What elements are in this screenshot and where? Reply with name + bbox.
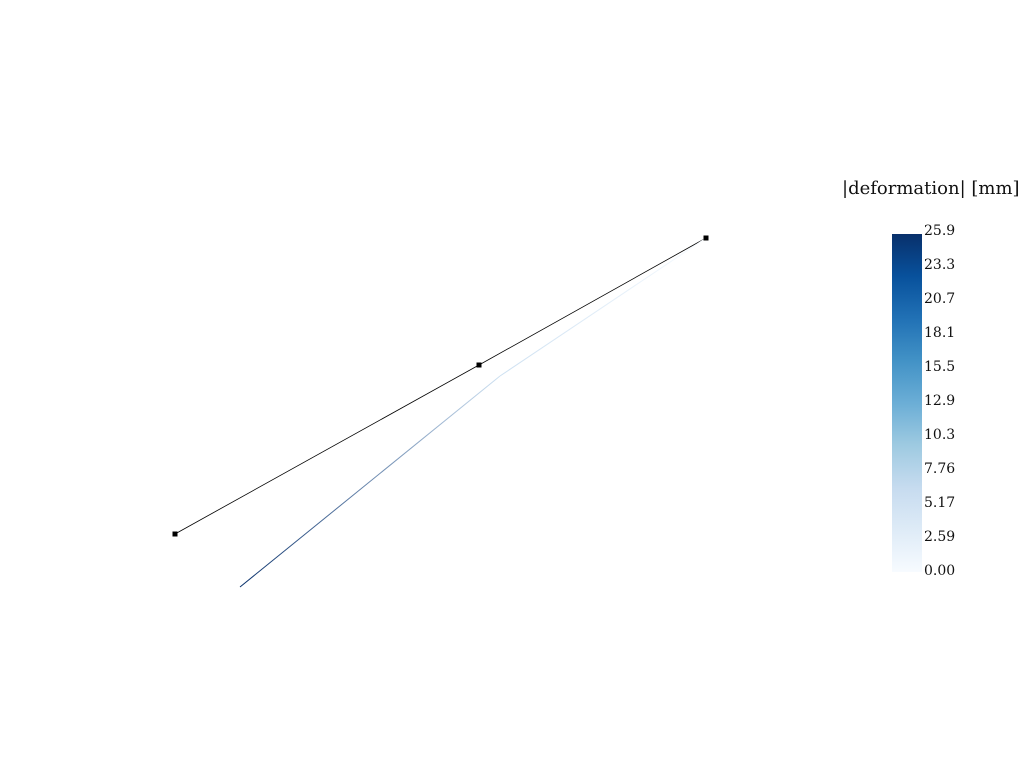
node-marker[interactable] <box>172 531 178 537</box>
colorbar-tick-label: 0.00 <box>924 563 956 579</box>
colorbar-tick-label: 15.5 <box>924 359 956 375</box>
colorbar-tick-label: 25.9 <box>924 223 956 239</box>
colorbar-tick-label: 5.17 <box>924 495 956 511</box>
node-marker[interactable] <box>476 362 482 368</box>
colorbar-tick-label: 20.7 <box>924 291 956 307</box>
deformed-member-1 <box>239 375 501 588</box>
colorbar-tick-label: 18.1 <box>924 325 956 341</box>
colorbar <box>892 234 922 572</box>
undeformed-member-2 <box>478 237 707 366</box>
colorbar-tick-label: 10.3 <box>924 427 956 443</box>
legend-title: |deformation| [mm] <box>842 178 1020 199</box>
colorbar-tick-label: 2.59 <box>924 529 956 545</box>
node-marker[interactable] <box>703 235 709 241</box>
colorbar-tick-label: 23.3 <box>924 257 956 273</box>
colorbar-tick-label: 12.9 <box>924 393 956 409</box>
deformed-member-2 <box>499 237 707 377</box>
colorbar-tick-label: 7.76 <box>924 461 956 477</box>
undeformed-member-1 <box>174 364 480 535</box>
